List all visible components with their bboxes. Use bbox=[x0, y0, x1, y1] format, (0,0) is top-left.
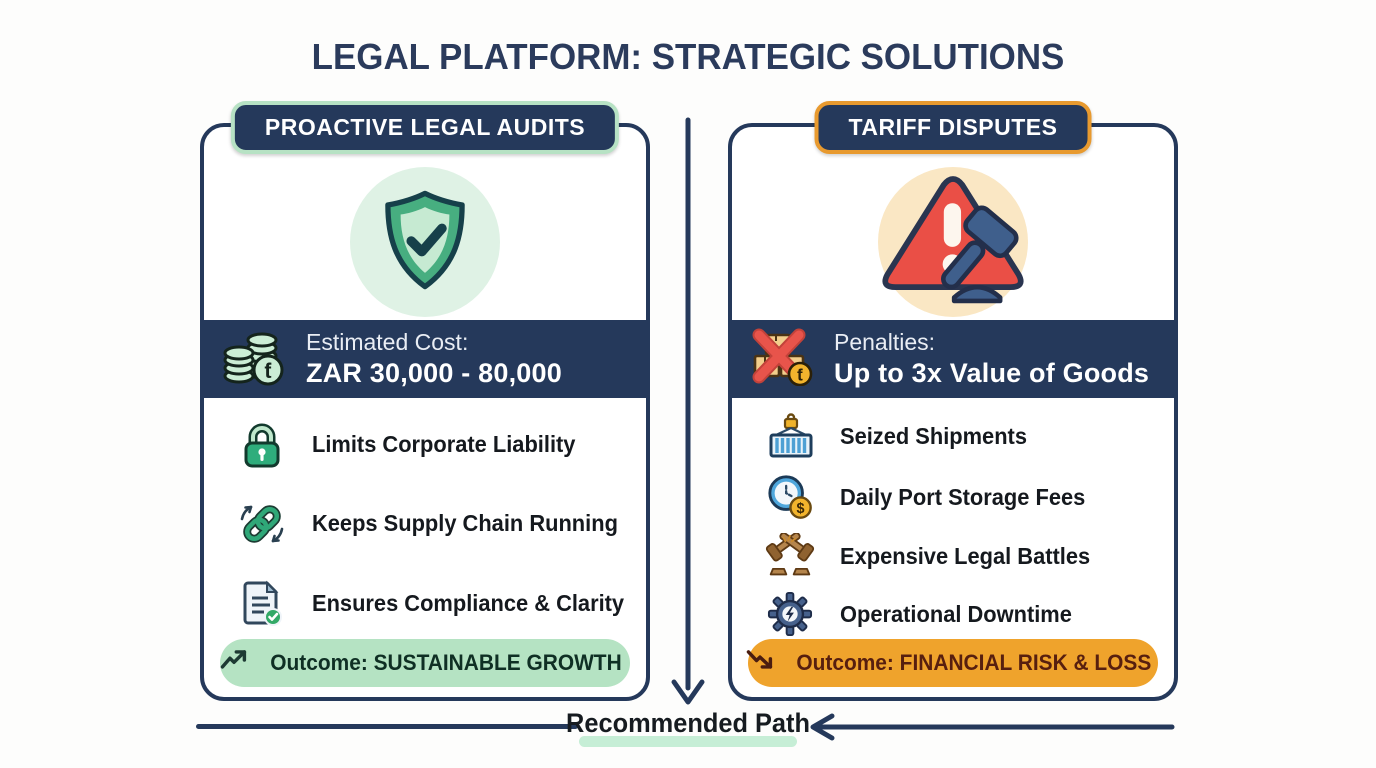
page-title: LEGAL PLATFORM: STRATEGIC SOLUTIONS bbox=[311, 36, 1065, 77]
list-item: Seized Shipments bbox=[764, 411, 1160, 461]
rand-coins-icon: ƭ bbox=[222, 328, 286, 391]
left-outcome-badge: Outcome: SUSTAINABLE GROWTH bbox=[220, 639, 630, 687]
trend-up-icon bbox=[219, 647, 249, 679]
recommended-path-arrow-left-icon bbox=[810, 713, 1175, 741]
recommended-path-label: Recommended Path bbox=[566, 708, 810, 738]
list-item: Keeps Supply Chain Running bbox=[236, 500, 632, 548]
document-check-icon bbox=[236, 579, 288, 627]
right-outcome-badge: Outcome: FINANCIAL RISK & LOSS bbox=[745, 639, 1158, 687]
shield-check-icon bbox=[372, 187, 478, 298]
cost-value: ZAR 30,000 - 80,000 bbox=[306, 357, 562, 388]
list-item: $ Daily Port Storage Fees bbox=[764, 473, 1160, 521]
padlock-icon bbox=[236, 421, 288, 469]
cost-label: Estimated Cost: bbox=[306, 329, 469, 355]
recommended-path-line-left bbox=[196, 724, 578, 729]
svg-text:$: $ bbox=[797, 501, 805, 517]
list-item: Operational Downtime bbox=[764, 591, 1160, 637]
right-card-header: TARIFF DISPUTES bbox=[814, 101, 1092, 154]
penalties-value: Up to 3x Value of Goods bbox=[834, 357, 1150, 388]
right-hero-circle bbox=[878, 167, 1028, 317]
estimated-cost-banner: ƭ Estimated Cost: ZAR 30,000 - 80,000 bbox=[204, 320, 646, 398]
crossed-gavels-icon bbox=[764, 533, 816, 579]
left-card-header: PROACTIVE LEGAL AUDITS bbox=[230, 101, 620, 154]
divider-down-arrow bbox=[671, 117, 705, 705]
right-risk-list: Seized Shipments $ Daily Port Storage Fe… bbox=[764, 405, 1160, 643]
container-icon bbox=[764, 411, 816, 461]
list-item: Expensive Legal Battles bbox=[764, 533, 1160, 579]
list-item: Limits Corporate Liability bbox=[236, 421, 632, 469]
clock-fees-icon: $ bbox=[764, 473, 816, 521]
tariff-disputes-card: TARIFF DISPUTES bbox=[728, 101, 1178, 701]
penalties-banner: ƭ Penalties: Up to 3x Value of Goods bbox=[732, 320, 1174, 398]
seized-boxes-icon: ƭ bbox=[750, 328, 814, 391]
penalties-label: Penalties: bbox=[834, 329, 936, 355]
trend-down-icon bbox=[745, 647, 775, 679]
supply-chain-icon bbox=[236, 500, 288, 548]
left-benefit-list: Limits Corporate Liability bbox=[236, 405, 632, 643]
left-hero-circle bbox=[350, 167, 500, 317]
svg-text:ƭ: ƭ bbox=[797, 365, 803, 384]
list-item: Ensures Compliance & Clarity bbox=[236, 579, 632, 627]
warning-gavel-icon bbox=[878, 171, 1028, 314]
recommended-path-highlight bbox=[579, 736, 797, 747]
svg-text:ƭ: ƭ bbox=[265, 360, 272, 383]
gear-bolt-icon bbox=[764, 591, 816, 637]
proactive-legal-audits-card: PROACTIVE LEGAL AUDITS bbox=[200, 101, 650, 701]
